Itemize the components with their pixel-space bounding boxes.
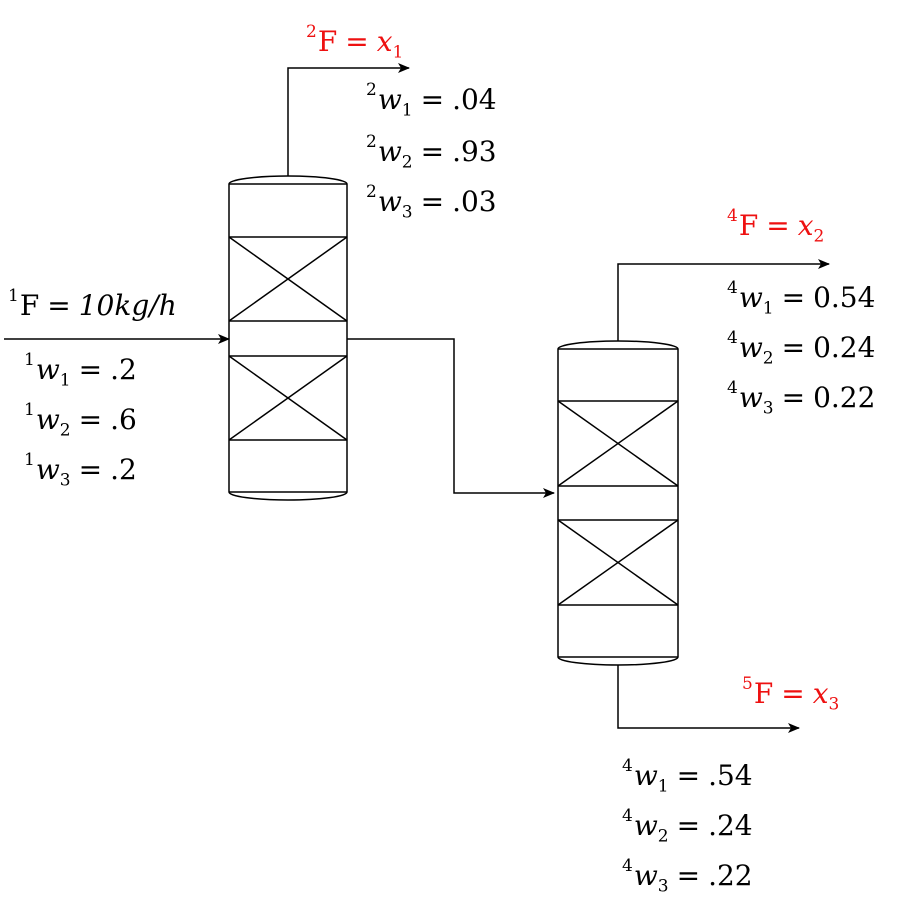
feed-fraction-2: 1w2=.6	[24, 400, 137, 441]
feed-fraction-3: 1w3=.2	[24, 450, 137, 491]
variable-index: 3	[828, 694, 840, 715]
top-product-2-stream-arrow	[617, 259, 830, 341]
fraction-value: 0.22	[813, 381, 876, 414]
stream-number: 2	[306, 22, 317, 42]
bottom-product-2-fraction-3: 4w3=.22	[622, 856, 753, 897]
intermediate-stream-arrow	[347, 338, 555, 498]
fraction-value: .54	[708, 759, 753, 792]
fraction-value: .04	[452, 83, 497, 116]
fraction-value: .24	[708, 809, 753, 842]
variable: x	[376, 25, 393, 58]
fraction-value: 0.54	[813, 281, 876, 314]
top-product-2-fraction-2: 4w2=0.24	[727, 328, 876, 369]
fraction-value: .93	[452, 135, 497, 168]
top-product-1-fraction-1: 2w1=.04	[366, 80, 497, 121]
column-1-shell	[228, 175, 348, 501]
stream-number: 1	[8, 286, 19, 306]
fraction-value: .2	[110, 453, 137, 486]
top-product-2-fraction-1: 4w1=0.54	[727, 278, 876, 319]
flow-symbol: F	[753, 677, 774, 710]
flow-symbol: F	[19, 289, 40, 322]
column-2-shell	[557, 340, 679, 666]
fraction-value: .22	[708, 859, 753, 892]
fraction-value: 0.24	[813, 331, 876, 364]
column-2	[557, 340, 679, 666]
top-product-1-stream-arrow	[287, 63, 410, 176]
flow-symbol: F	[738, 209, 759, 242]
stream-number: 4	[727, 206, 738, 226]
column-2-packing-bed-top	[557, 400, 679, 487]
top-product-2-flow-label: 4F=x2	[727, 206, 825, 247]
bottom-product-2-fraction-2: 4w2=.24	[622, 806, 753, 847]
variable: x	[797, 209, 814, 242]
top-product-2-fraction-3: 4w3=0.22	[727, 378, 876, 419]
variable: x	[812, 677, 829, 710]
stream-number: 5	[742, 674, 753, 694]
column-1-packing-bed-bottom	[228, 355, 348, 441]
top-product-1-fraction-2: 2w2=.93	[366, 132, 497, 173]
variable-index: 1	[392, 42, 404, 63]
flow-symbol: F	[317, 25, 338, 58]
fraction-value: .2	[110, 353, 137, 386]
column-2-packing-bed-bottom	[557, 519, 679, 606]
bottom-product-2-fraction-1: 4w1=.54	[622, 756, 753, 797]
bottom-product-2-stream-arrow	[617, 665, 800, 733]
feed-fraction-1: 1w1=.2	[24, 350, 137, 391]
bottom-product-2-flow-label: 5F=x3	[742, 674, 840, 715]
column-1	[228, 175, 348, 501]
feed-flow-label: 1F=10kg/h	[8, 286, 177, 322]
top-product-1-flow-label: 2F=x1	[306, 22, 404, 63]
top-product-1-fraction-3: 2w3=.03	[366, 182, 497, 223]
variable-index: 2	[813, 226, 825, 247]
feed-rate: 10kg/h	[78, 289, 177, 322]
column-1-packing-bed-top	[228, 236, 348, 322]
fraction-value: .03	[452, 185, 497, 218]
fraction-value: .6	[110, 403, 137, 436]
